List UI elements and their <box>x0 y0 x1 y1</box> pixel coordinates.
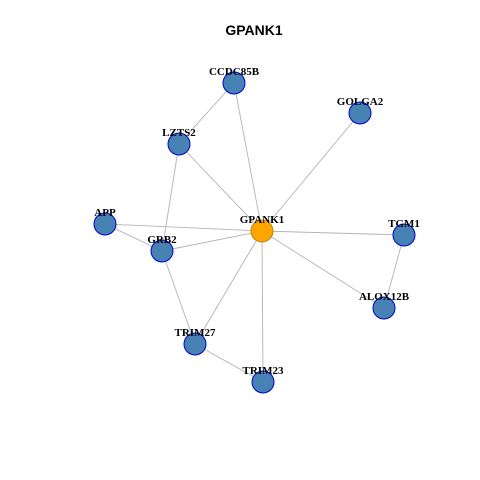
node-circle-tgm1 <box>392 223 416 247</box>
node-tgm1: TGM1 <box>388 218 420 247</box>
edge-lzts2-gpank1 <box>178 143 263 232</box>
edge-golga2-gpank1 <box>261 112 361 232</box>
node-label-alox12b: ALOX12B <box>359 291 410 303</box>
node-circle-grb2 <box>150 239 174 263</box>
edge-lzts2-grb2 <box>161 143 180 252</box>
node-alox12b: ALOX12B <box>359 291 410 320</box>
node-circle-ccdc85b <box>222 71 246 95</box>
edge-ccdc85b-lzts2 <box>178 82 235 145</box>
edges-layer <box>104 82 405 383</box>
diagram-title: GPANK1 <box>225 22 283 38</box>
edge-gpank1-trim27 <box>194 230 263 345</box>
node-circle-alox12b <box>372 296 396 320</box>
node-label-ccdc85b: CCDC85B <box>209 66 260 78</box>
node-label-tgm1: TGM1 <box>388 218 420 230</box>
edge-app-gpank1 <box>104 223 263 232</box>
edge-trim27-trim23 <box>194 343 264 383</box>
node-trim23: TRIM23 <box>243 365 284 394</box>
edge-grb2-trim27 <box>161 250 196 345</box>
edge-tgm1-alox12b <box>383 234 405 309</box>
node-app: APP <box>93 207 117 236</box>
edge-grb2-gpank1 <box>161 230 263 252</box>
node-lzts2: LZTS2 <box>162 127 196 156</box>
node-label-trim27: TRIM27 <box>175 327 216 339</box>
edge-gpank1-tgm1 <box>261 230 405 236</box>
edge-gpank1-trim23 <box>261 230 264 383</box>
node-circle-trim23 <box>251 370 275 394</box>
node-circle-trim27 <box>183 332 207 356</box>
node-golga2: GOLGA2 <box>337 96 384 125</box>
node-gpank1: GPANK1 <box>240 214 284 243</box>
node-label-grb2: GRB2 <box>147 234 177 246</box>
node-circle-golga2 <box>348 101 372 125</box>
node-circle-gpank1 <box>250 219 274 243</box>
node-label-gpank1: GPANK1 <box>240 214 284 226</box>
node-grb2: GRB2 <box>147 234 177 263</box>
node-circle-lzts2 <box>167 132 191 156</box>
node-label-lzts2: LZTS2 <box>162 127 196 139</box>
node-trim27: TRIM27 <box>175 327 216 356</box>
node-label-trim23: TRIM23 <box>243 365 284 377</box>
edge-gpank1-alox12b <box>261 230 385 309</box>
node-circle-app <box>93 212 117 236</box>
edge-ccdc85b-gpank1 <box>233 82 263 232</box>
node-label-app: APP <box>94 207 116 219</box>
node-label-golga2: GOLGA2 <box>337 96 384 108</box>
node-ccdc85b: CCDC85B <box>209 66 260 95</box>
